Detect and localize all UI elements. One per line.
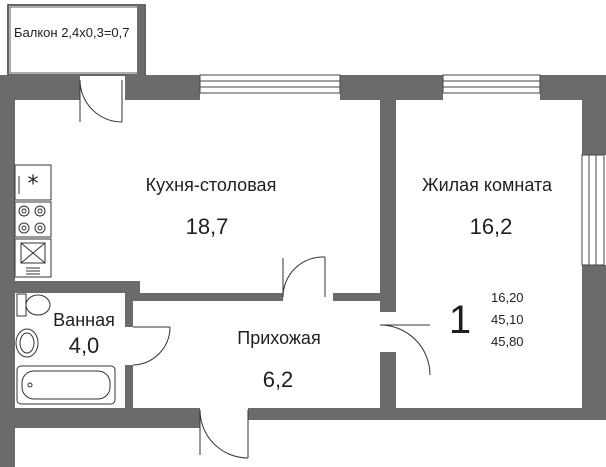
doors	[79, 79, 431, 459]
svg-text:*: *	[28, 172, 39, 197]
kitchen-area: 18,7	[186, 214, 229, 239]
fridge-icon: *	[14, 164, 52, 201]
living-room-name: Жилая комната	[422, 175, 553, 195]
hallway-area: 6,2	[263, 367, 294, 392]
windows	[199, 74, 605, 266]
window-living-top	[442, 74, 541, 94]
sink-icon	[14, 238, 52, 278]
door-living	[379, 324, 431, 376]
window-kitchen	[199, 74, 341, 94]
walls	[0, 75, 606, 467]
balcony: Балкон 2,4х0,3=0,7	[7, 4, 146, 76]
bathroom-area: 4,0	[69, 333, 100, 358]
kitchen-name: Кухня-столовая	[146, 175, 277, 195]
bathroom-name: Ванная	[53, 310, 115, 330]
window-living-right	[581, 154, 605, 266]
area-summary: 1 16,20 45,10 45,80	[449, 290, 524, 349]
door-entrance	[199, 409, 249, 459]
toilet-icon	[16, 293, 51, 317]
door-kitchen	[282, 256, 326, 298]
living-area-value: 16,20	[491, 290, 524, 305]
hallway-name: Прихожая	[237, 328, 320, 348]
total-area-value: 45,80	[491, 334, 524, 349]
living-room-area: 16,2	[470, 214, 513, 239]
bathtub-icon	[16, 365, 116, 405]
washbasin-icon	[15, 328, 39, 358]
stove-icon	[14, 201, 52, 238]
door-balcony	[79, 79, 123, 123]
bathroom-fixtures	[15, 293, 116, 405]
area-without-balcony-value: 45,10	[491, 312, 524, 327]
room-labels: Кухня-столовая 18,7 Жилая комната 16,2 В…	[53, 175, 553, 392]
room-count: 1	[449, 298, 471, 342]
door-bathroom	[132, 326, 171, 366]
kitchen-appliances: *	[14, 164, 52, 278]
balcony-label: Балкон 2,4х0,3=0,7	[14, 25, 130, 40]
